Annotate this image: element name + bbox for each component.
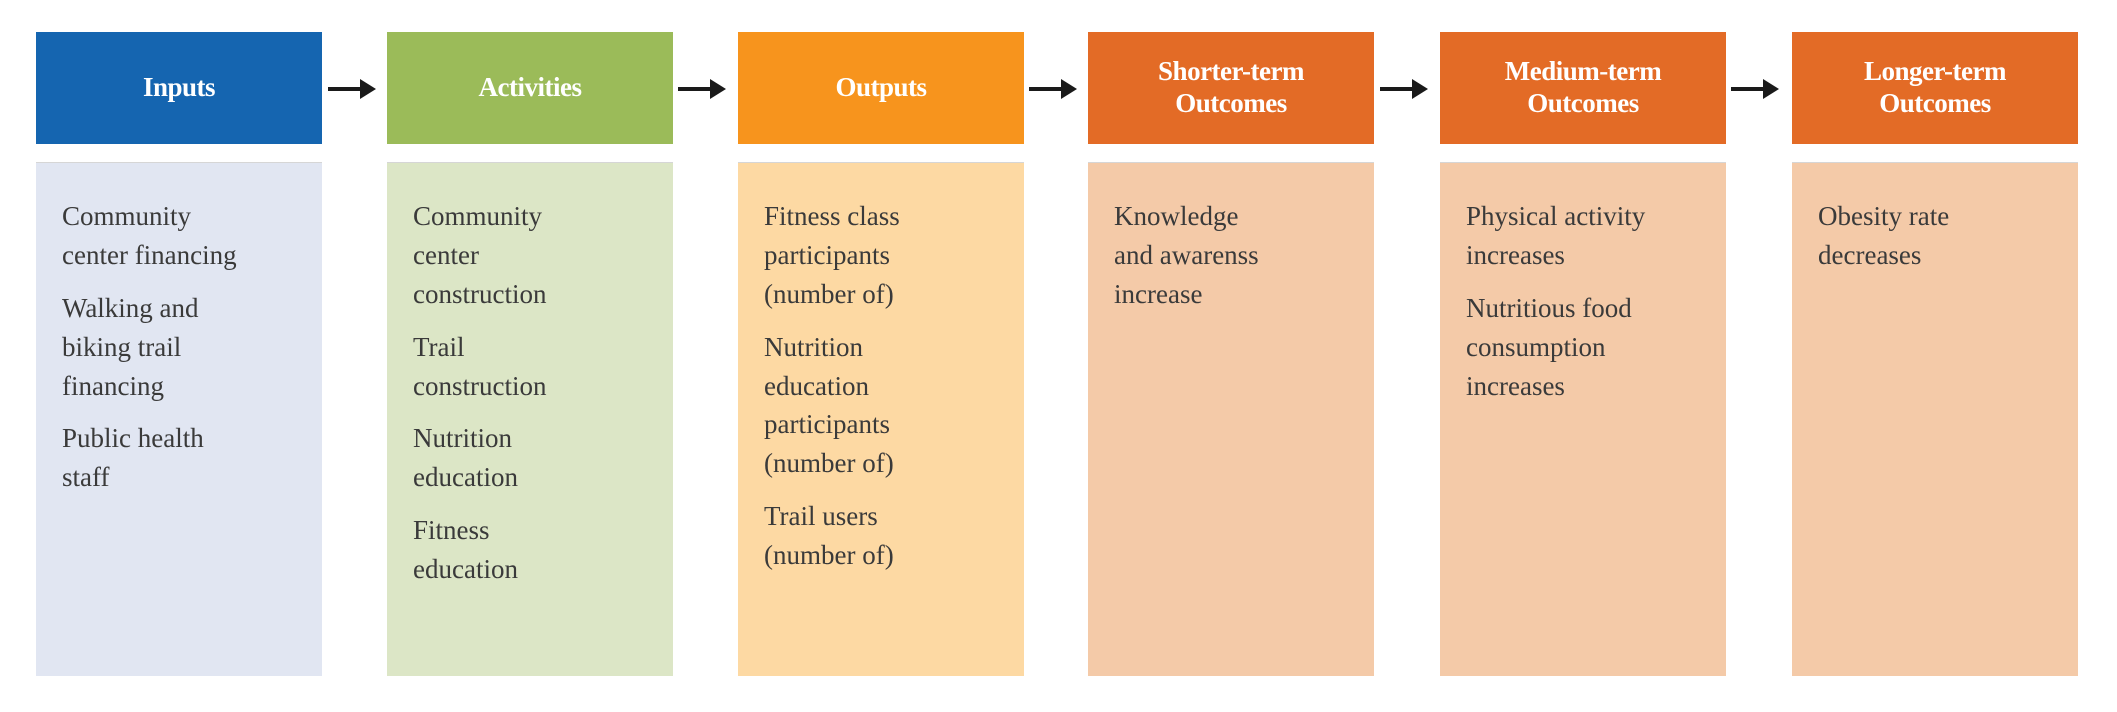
list-item: Trail construction bbox=[413, 331, 547, 401]
right-arrow-icon bbox=[678, 79, 726, 99]
list-item: Fitness class participants (number of) bbox=[764, 201, 900, 309]
right-arrow-icon bbox=[1380, 79, 1428, 99]
column-header: Activities bbox=[387, 32, 673, 144]
right-arrow-icon bbox=[328, 79, 376, 99]
column-body: Fitness class participants (number of) Nu… bbox=[738, 162, 1024, 676]
list-item: Trail users (number of) bbox=[764, 501, 894, 570]
column-header: Outputs bbox=[738, 32, 1024, 144]
right-arrow-icon bbox=[1731, 79, 1779, 99]
column-header: Medium-term Outcomes bbox=[1440, 32, 1726, 144]
list-item: Obesity rate decreases bbox=[1818, 201, 1950, 270]
column-body: Obesity rate decreases bbox=[1792, 162, 2078, 676]
list-item: Nutrition education bbox=[413, 423, 518, 493]
list-item: Fitness education bbox=[413, 515, 518, 584]
list-item: Nutritious food consumption increases bbox=[1466, 292, 1632, 401]
list-item: Knowledge and awarenss increase bbox=[1114, 201, 1259, 309]
list-item: Walking and biking trail financing bbox=[62, 292, 199, 401]
list-item: Physical activity increases bbox=[1466, 201, 1646, 270]
list-item: Public health staff bbox=[62, 423, 204, 493]
column-header: Inputs bbox=[36, 32, 322, 144]
column-header: Shorter-term Outcomes bbox=[1088, 32, 1374, 144]
column-header: Longer-term Outcomes bbox=[1792, 32, 2078, 144]
list-item: Nutrition education participants (number… bbox=[764, 331, 894, 479]
list-item: Community center financing bbox=[62, 201, 237, 270]
column-body: Knowledge and awarenss increase bbox=[1088, 162, 1374, 676]
right-arrow-icon bbox=[1029, 79, 1077, 99]
list-item: Community center construction bbox=[413, 201, 547, 309]
